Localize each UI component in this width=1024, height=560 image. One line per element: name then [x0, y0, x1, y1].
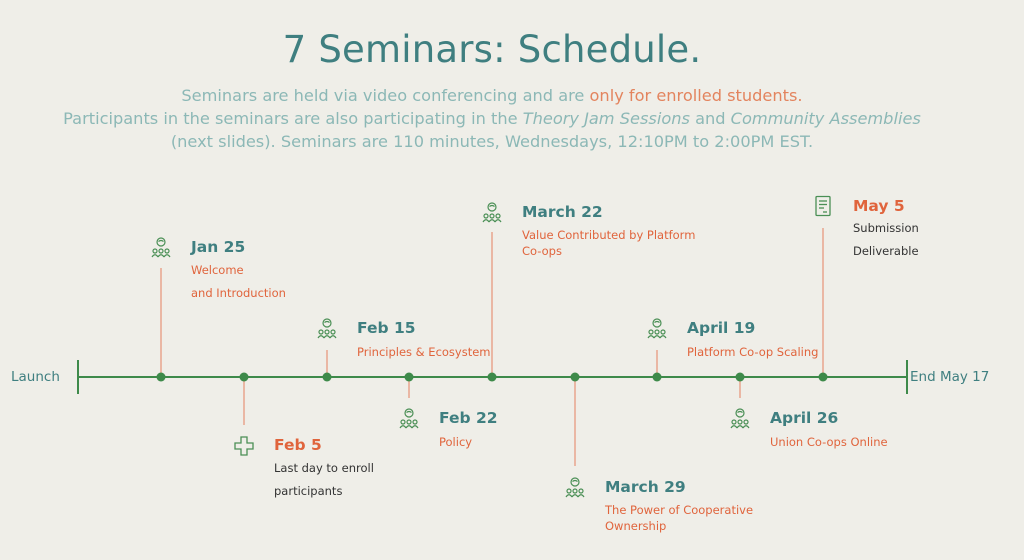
- people-group-icon: [645, 317, 669, 341]
- event-desc-april-26: Union Co-ops Online: [770, 434, 888, 450]
- event-line: Submission: [853, 221, 919, 235]
- timeline-dot: [239, 372, 249, 382]
- timeline-dot: [487, 372, 497, 382]
- event-desc-march-29: The Power of Cooperative Ownership: [605, 502, 753, 534]
- event-line: Deliverable: [853, 244, 919, 258]
- event-line: The Power of Cooperative: [605, 503, 754, 517]
- people-group-icon: [728, 407, 752, 431]
- timeline-dot: [652, 372, 662, 382]
- intro-line-2-mid: and: [689, 109, 731, 128]
- event-desc-feb-5: Last day to enroll participants: [274, 457, 374, 503]
- event-date-jan-25: Jan 25: [191, 238, 246, 256]
- enrolled-highlight: only for enrolled students.: [589, 86, 803, 105]
- event-line: Policy: [439, 435, 473, 449]
- community-assemblies: Community Assemblies: [730, 109, 921, 128]
- intro-line-1: Seminars are held via video conferencing…: [20, 84, 964, 107]
- event-date-march-22: March 22: [522, 203, 603, 221]
- event-date-feb-5: Feb 5: [274, 436, 322, 454]
- event-desc-march-22: Value Contributed by Platform Co-ops: [522, 227, 695, 259]
- event-date-may-5: May 5: [853, 197, 905, 215]
- event-line: Platform Co-op Scaling: [687, 345, 819, 359]
- intro-text: Seminars are held via video conferencing…: [20, 84, 964, 153]
- timeline-dot: [818, 372, 828, 382]
- event-desc-jan-25: Welcome and Introduction: [191, 259, 286, 305]
- intro-line-2: Participants in the seminars are also pa…: [20, 107, 964, 130]
- intro-line-3: (next slides). Seminars are 110 minutes,…: [170, 132, 814, 151]
- event-line: Union Co-ops Online: [770, 435, 888, 449]
- page-title: 7 Seminars: Schedule.: [282, 28, 702, 71]
- people-group-icon: [149, 236, 173, 260]
- event-line: Principles & Ecosystem: [357, 345, 491, 359]
- event-line: Value Contributed by Platform: [522, 228, 696, 242]
- people-group-icon: [397, 407, 421, 431]
- launch-label: Launch: [11, 369, 60, 385]
- people-group-icon: [315, 317, 339, 341]
- event-line: Co-ops: [522, 244, 562, 258]
- event-date-april-19: April 19: [687, 319, 756, 337]
- event-line: Welcome: [191, 263, 244, 277]
- event-line: and Introduction: [191, 286, 286, 300]
- event-line: Ownership: [605, 519, 667, 533]
- event-line: Last day to enroll: [274, 461, 374, 475]
- intro-line-2-text: Participants in the seminars are also pa…: [63, 109, 523, 128]
- people-group-icon: [480, 201, 504, 225]
- event-desc-may-5: Submission Deliverable: [853, 217, 919, 263]
- event-line: participants: [274, 484, 343, 498]
- document-icon: [811, 194, 835, 218]
- plus-icon: [232, 434, 256, 458]
- event-date-april-26: April 26: [770, 409, 839, 427]
- event-date-feb-22: Feb 22: [439, 409, 498, 427]
- end-label: End May 17: [910, 369, 990, 385]
- timeline-dot: [404, 372, 414, 382]
- event-desc-april-19: Platform Co-op Scaling: [687, 344, 818, 360]
- timeline-dot: [322, 372, 332, 382]
- timeline-dot: [570, 372, 580, 382]
- event-date-feb-15: Feb 15: [357, 319, 416, 337]
- intro-line-1-text: Seminars are held via video conferencing…: [181, 86, 590, 105]
- event-desc-feb-15: Principles & Ecosystem: [357, 344, 491, 360]
- timeline-dot: [735, 372, 745, 382]
- theory-jam-sessions: Theory Jam Sessions: [522, 109, 690, 128]
- people-group-icon: [563, 476, 587, 500]
- event-date-march-29: March 29: [605, 478, 686, 496]
- event-desc-feb-22: Policy: [439, 434, 472, 450]
- timeline-dot: [156, 372, 166, 382]
